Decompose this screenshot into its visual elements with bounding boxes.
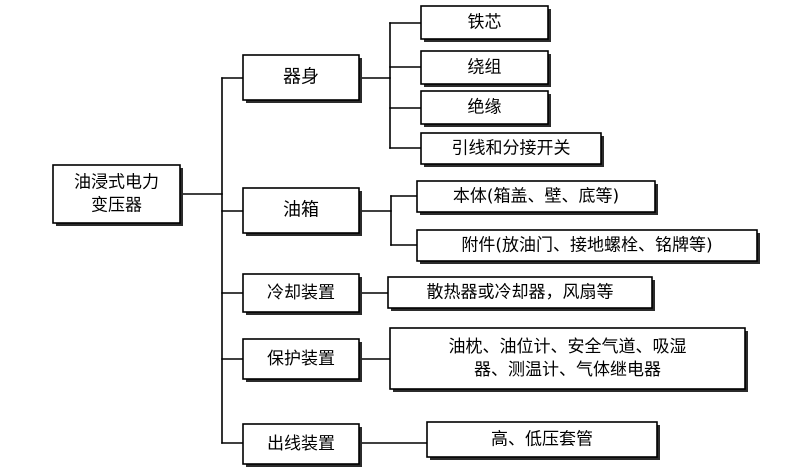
node-label-jueyuan: 绝缘 bbox=[468, 98, 502, 118]
node-label-qishen: 器身 bbox=[283, 67, 319, 88]
node-fujian[interactable]: 附件(放油门、接地螺栓、铭牌等) bbox=[416, 229, 760, 264]
node-youzhen[interactable]: 油枕、油位计、安全气道、吸湿器、测温计、气体继电器 bbox=[389, 327, 748, 392]
node-rect-youxiang[interactable] bbox=[242, 187, 360, 234]
node-label-yinxian: 引线和分接开关 bbox=[452, 139, 571, 159]
node-yinxian[interactable]: 引线和分接开关 bbox=[420, 132, 604, 167]
node-rect-yinxian[interactable] bbox=[420, 132, 602, 165]
node-rect-fujian[interactable] bbox=[416, 229, 758, 262]
node-label-root: 变压器 bbox=[91, 196, 142, 216]
node-tiexin[interactable]: 铁芯 bbox=[420, 5, 551, 42]
node-label-youzhen: 器、测温计、气体继电器 bbox=[474, 360, 661, 380]
node-rect-root[interactable] bbox=[52, 164, 181, 224]
node-sanre[interactable]: 散热器或冷却器，风扇等 bbox=[387, 276, 655, 311]
node-label-lengque: 冷却装置 bbox=[267, 283, 335, 303]
node-raozu[interactable]: 绕组 bbox=[420, 50, 551, 87]
node-rect-sanre[interactable] bbox=[387, 276, 653, 309]
node-youxiang[interactable]: 油箱 bbox=[242, 187, 362, 236]
node-jueyuan[interactable]: 绝缘 bbox=[420, 90, 551, 127]
node-lengque[interactable]: 冷却装置 bbox=[242, 273, 362, 315]
node-label-youzhen: 油枕、油位计、安全气道、吸湿 bbox=[449, 337, 687, 357]
node-label-chuxian: 出线装置 bbox=[267, 434, 335, 454]
node-label-benti: 本体(箱盖、壁、底等) bbox=[453, 187, 619, 207]
node-label-root: 油浸式电力 bbox=[74, 173, 159, 193]
connector-lines bbox=[179, 22, 428, 444]
node-baohu[interactable]: 保护装置 bbox=[242, 338, 362, 382]
node-label-tiexin: 铁芯 bbox=[468, 13, 502, 33]
node-benti[interactable]: 本体(箱盖、壁、底等) bbox=[416, 180, 658, 215]
node-label-taoguan: 高、低压套管 bbox=[491, 430, 593, 450]
node-label-baohu: 保护装置 bbox=[267, 349, 335, 369]
node-label-sanre: 散热器或冷却器，风扇等 bbox=[427, 283, 614, 303]
node-rect-jueyuan[interactable] bbox=[420, 90, 549, 125]
node-chuxian[interactable]: 出线装置 bbox=[242, 423, 362, 467]
node-taoguan[interactable]: 高、低压套管 bbox=[426, 421, 660, 460]
node-qishen[interactable]: 器身 bbox=[242, 54, 362, 103]
node-label-youxiang: 油箱 bbox=[283, 200, 319, 221]
node-rect-taoguan[interactable] bbox=[426, 421, 658, 458]
node-rect-tiexin[interactable] bbox=[420, 5, 549, 40]
node-rect-benti[interactable] bbox=[416, 180, 656, 213]
node-rect-qishen[interactable] bbox=[242, 54, 360, 101]
node-rect-youzhen[interactable] bbox=[389, 327, 746, 390]
node-rect-raozu[interactable] bbox=[420, 50, 549, 85]
node-rect-baohu[interactable] bbox=[242, 338, 360, 380]
node-rect-chuxian[interactable] bbox=[242, 423, 360, 465]
node-rect-lengque[interactable] bbox=[242, 273, 360, 313]
node-label-fujian: 附件(放油门、接地螺栓、铭牌等) bbox=[461, 236, 712, 256]
node-label-raozu: 绕组 bbox=[468, 58, 502, 78]
